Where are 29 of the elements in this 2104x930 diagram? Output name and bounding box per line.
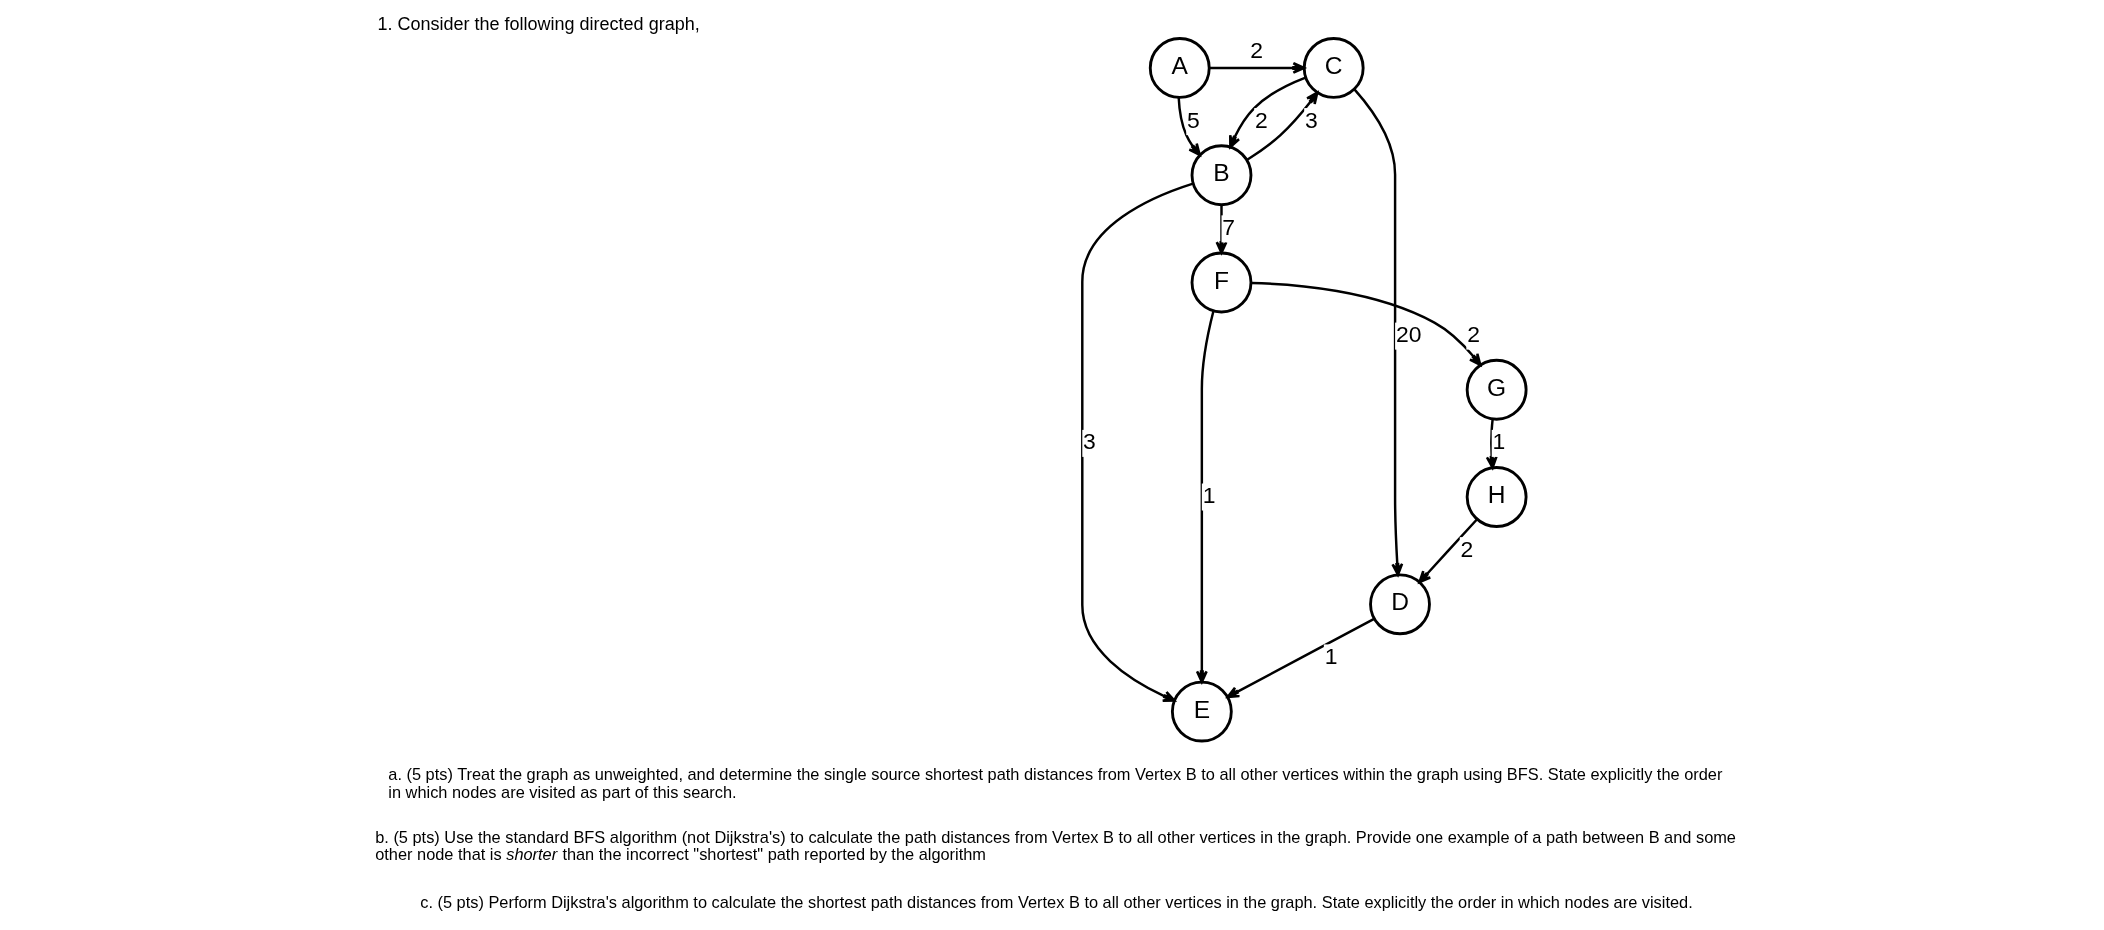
node-circle: H: [1465, 465, 1528, 528]
arrow: [1226, 617, 1375, 698]
node-circle: F: [1190, 251, 1253, 313]
edge-label: 2: [1255, 106, 1268, 133]
edge-label: 2: [1250, 36, 1263, 63]
edge-label: 2: [1467, 320, 1480, 347]
edge-label: 3: [1305, 106, 1318, 133]
node-circle: A: [1148, 36, 1211, 99]
edge-label: 20: [1395, 320, 1422, 347]
node-circle: C: [1302, 36, 1365, 99]
label: a. (5 pts) Treat the graph as unweighted, and determine the single source shortest path distances from Vertex B to all other vertices within the graph using BFS. State explicitly the order in which nodes are visited as part of this search.: [388, 764, 1723, 801]
node-circle: G: [1465, 358, 1528, 421]
node-circle: E: [1170, 680, 1233, 742]
arrow: [1215, 204, 1228, 254]
edge-label: 1: [1202, 481, 1216, 508]
arrow: [1353, 88, 1404, 576]
diagram-title: 1. Consider the following directed graph,: [377, 13, 700, 34]
edge-label: 1: [1492, 427, 1506, 454]
label: c. (5 pts) Perform Dijkstra's algorithm to calculate the shortest path distances from Vertex B to all other vertices in the graph. State explicitly the order in which nodes are visited.: [420, 892, 1693, 911]
edge-label: 3: [1083, 427, 1096, 454]
edge-label: 1: [1324, 642, 1338, 669]
arrow: [1229, 75, 1306, 148]
arrow: [1485, 418, 1498, 469]
label: b. (5 pts) Use the standard BFS algorithm (not Dijkstra's) to calculate the path distances from Vertex B to all other vertices in the graph. Provide one example of a path between B and some other node that is shorter than the incorrect "shortest" path reported by the algorithm: [375, 827, 1736, 863]
arrow: [1209, 61, 1306, 74]
edge-label: 2: [1460, 535, 1474, 562]
node-circle: D: [1369, 572, 1431, 635]
edge-label: 5: [1187, 106, 1200, 133]
edge-label: 7: [1222, 213, 1236, 240]
